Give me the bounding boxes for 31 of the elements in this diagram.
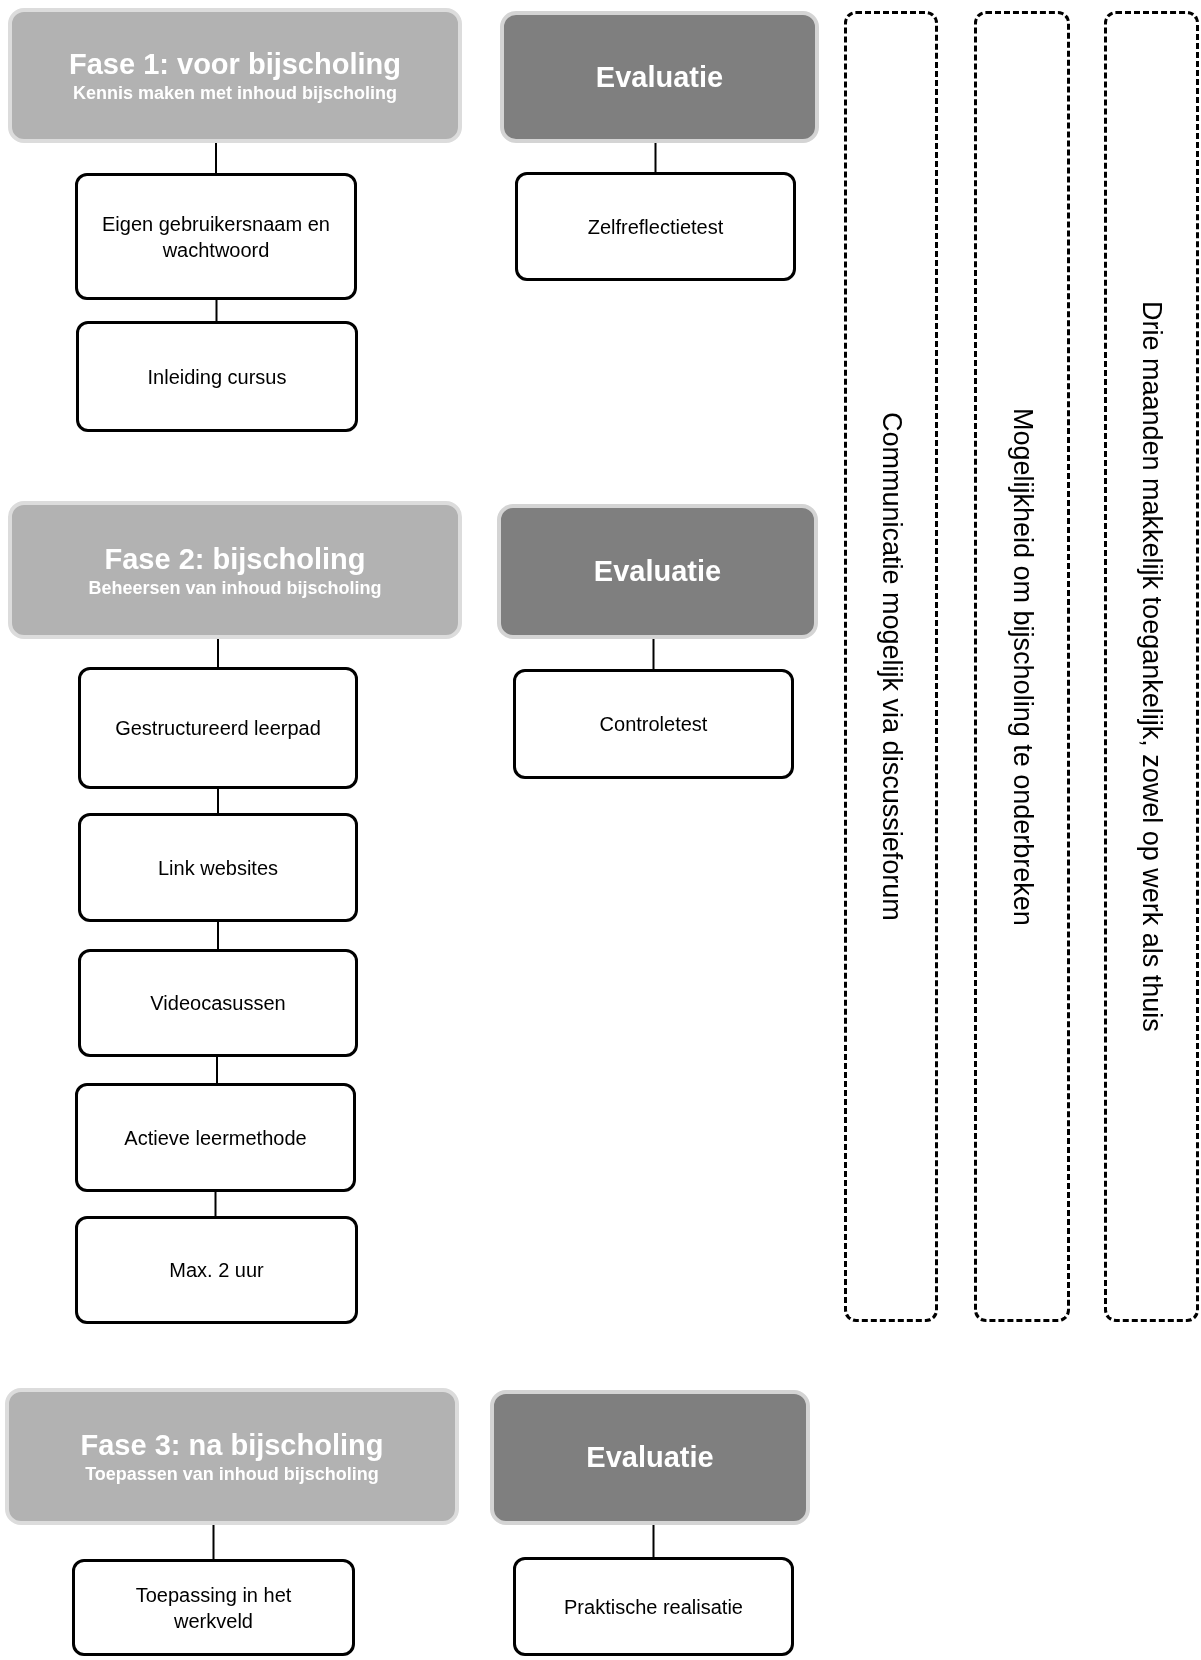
- evaluation-header: Evaluatie: [497, 504, 818, 639]
- step-box: Zelfreflectietest: [515, 172, 796, 281]
- phase-header: Fase 2: bijscholing Beheersen van inhoud bijscholing: [8, 501, 462, 639]
- connector-line: [214, 1191, 217, 1217]
- step-box: Toepassing in het werkveld: [72, 1559, 355, 1656]
- evaluation-header: Evaluatie: [490, 1390, 810, 1525]
- phase-header: Fase 1: voor bijscholing Kennis maken met inhoud bijscholing: [8, 8, 462, 143]
- connector-line: [216, 1056, 218, 1084]
- note-column: Communicatie mogelijk via discussieforum: [844, 11, 938, 1322]
- connector-line: [212, 1524, 215, 1560]
- connector-line: [217, 921, 219, 950]
- step-box: Eigen gebruikersnaam en wachtwoord: [75, 173, 357, 300]
- connector-line: [654, 142, 657, 173]
- step-box: Controletest: [513, 669, 794, 779]
- step-box: Inleiding cursus: [76, 321, 358, 432]
- step-box: Max. 2 uur: [75, 1216, 358, 1324]
- step-box: Gestructureerd leerpad: [78, 667, 358, 789]
- note-column: Drie maanden makkelijk toegankelijk, zowel op werk als thuis: [1104, 11, 1199, 1322]
- step-box: Link websites: [78, 813, 358, 922]
- evaluation-header: Evaluatie: [500, 11, 819, 143]
- connector-line: [217, 788, 219, 814]
- step-box: Videocasussen: [78, 949, 358, 1057]
- note-column: Mogelijkheid om bijscholing te onderbreken: [974, 11, 1070, 1322]
- connector-line: [215, 299, 218, 322]
- step-box: Actieve leermethode: [75, 1083, 356, 1192]
- connector-line: [652, 1524, 655, 1558]
- connector-line: [217, 638, 219, 668]
- connector-line: [652, 638, 655, 670]
- connector-line: [215, 142, 217, 174]
- phase-header: Fase 3: na bijscholing Toepassen van inhoud bijscholing: [5, 1388, 459, 1525]
- step-box: Praktische realisatie: [513, 1557, 794, 1656]
